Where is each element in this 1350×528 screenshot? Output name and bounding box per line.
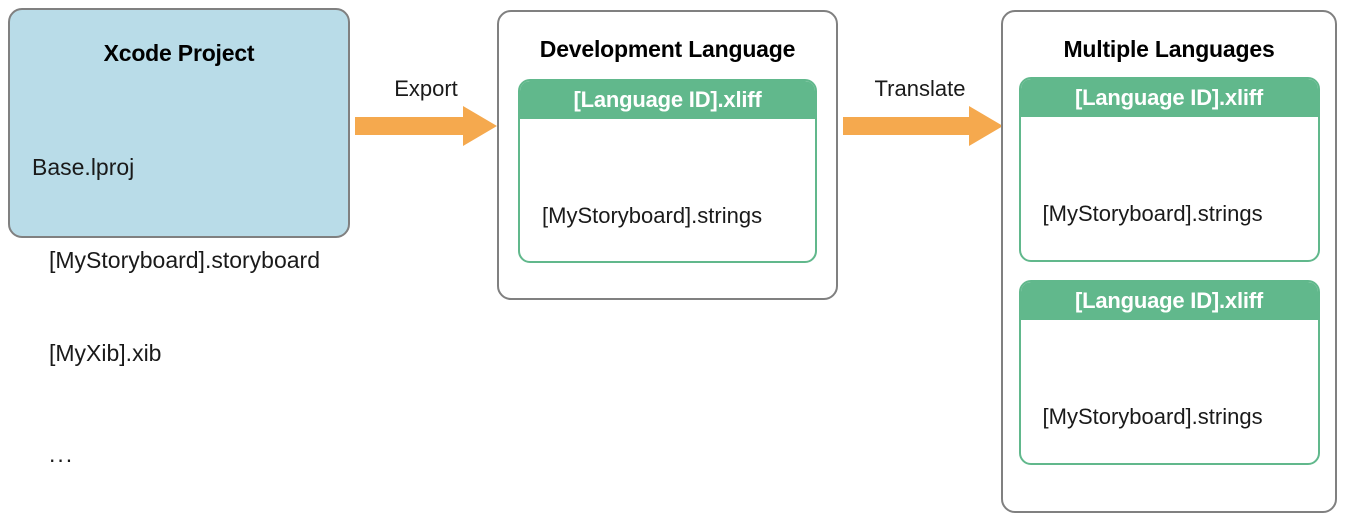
xcode-project-file-list: Base.lproj [MyStoryboard].storyboard [My… [32, 90, 348, 528]
export-arrow-icon [355, 106, 497, 146]
panel-development-language: Development Language [Language ID].xliff… [497, 10, 838, 300]
arrow-translate-group: Translate [843, 76, 1003, 146]
list-item: [MyStoryboard].strings [1042, 404, 1263, 429]
panel-development-language-title: Development Language [539, 36, 796, 62]
xliff-card-file-list: [MyStoryboard].strings [MyXib].strings L… [520, 119, 815, 261]
xliff-card-header: [Language ID].xliff [1020, 282, 1318, 320]
xliff-card-file-list: [MyStoryboard].strings [MyXib].strings L… [1021, 117, 1318, 260]
panel-multiple-languages-title: Multiple Languages [1063, 36, 1275, 62]
list-item: [MyStoryboard].strings [542, 203, 763, 228]
xliff-card: [Language ID].xliff [MyStoryboard].strin… [518, 79, 817, 263]
list-item: Base.lproj [32, 154, 135, 180]
arrow-export-label: Export [394, 76, 458, 101]
xliff-card-file-list: [MyStoryboard].strings [MyXib].strings L… [1021, 320, 1318, 463]
xliff-card: [Language ID].xliff [MyStoryboard].strin… [1018, 77, 1320, 262]
xliff-card-header: [Language ID].xliff [520, 81, 815, 119]
arrow-translate-label: Translate [874, 76, 966, 101]
list-item-ellipsis: ... [49, 441, 75, 467]
translate-arrow-icon [843, 106, 1003, 146]
list-item: [MyXib].xib [49, 340, 162, 366]
xliff-card-header: [Language ID].xliff [1020, 79, 1318, 117]
panel-xcode-project: Xcode Project Base.lproj [MyStoryboard].… [8, 8, 350, 467]
list-item: [MyStoryboard].storyboard [49, 247, 321, 273]
list-item: [MyStoryboard].strings [1042, 201, 1263, 226]
panel-multiple-languages: Multiple Languages [Language ID].xliff [… [1001, 10, 1337, 513]
arrow-export-group: Export [355, 76, 497, 146]
xliff-card: [Language ID].xliff [MyStoryboard].strin… [1018, 280, 1320, 465]
panel-xcode-project-title: Xcode Project [103, 40, 255, 66]
